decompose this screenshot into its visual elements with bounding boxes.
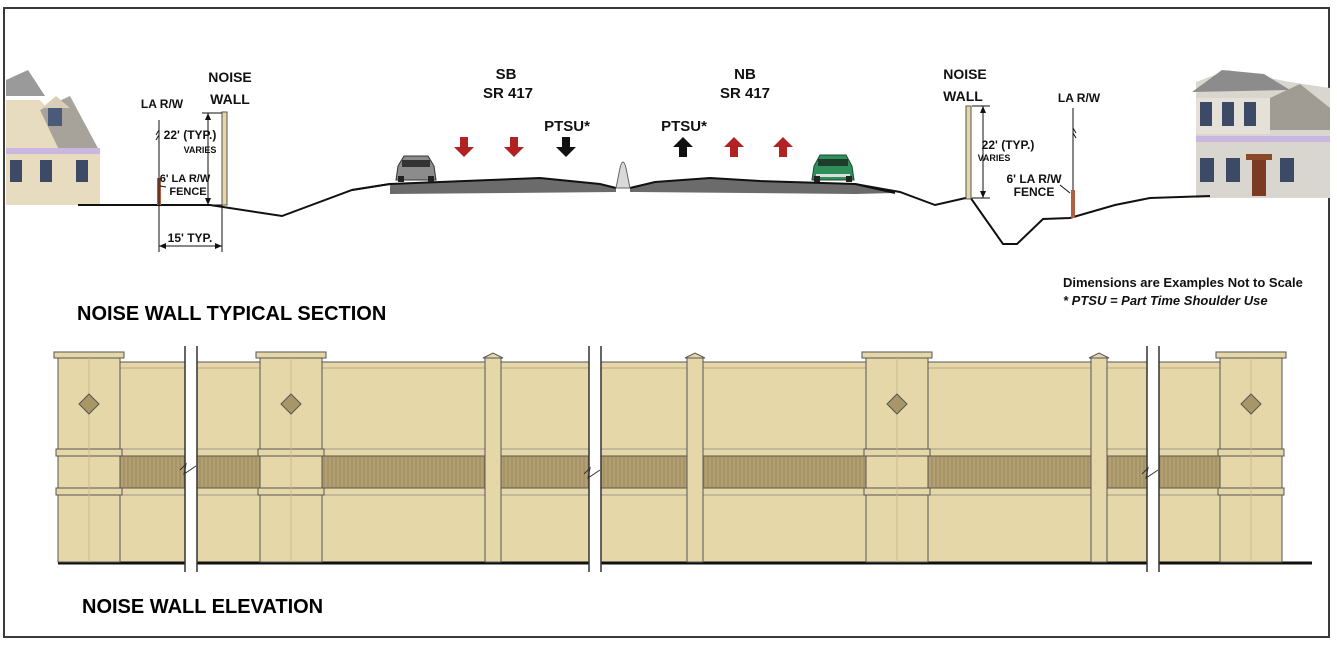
sb-arrows bbox=[454, 137, 576, 157]
nb-dir-label: NB bbox=[734, 66, 756, 83]
right-height-label: 22' (TYP.) bbox=[982, 138, 1035, 152]
left-la-rw-label: LA R/W bbox=[141, 97, 184, 111]
diagram-frame bbox=[3, 7, 1330, 638]
left-fence-label-1: 6' LA R/W bbox=[160, 173, 211, 185]
break-line bbox=[1141, 346, 1160, 572]
elevation-title: NOISE WALL ELEVATION bbox=[82, 596, 323, 618]
left-noise-label: NOISE bbox=[208, 69, 252, 85]
left-width-label: 15' TYP. bbox=[168, 231, 213, 245]
left-noise-wall bbox=[155, 111, 228, 252]
sb-car bbox=[395, 155, 437, 182]
left-house bbox=[6, 70, 100, 205]
right-noise-wall bbox=[965, 105, 1077, 218]
sb-ptsu-label: PTSU* bbox=[544, 118, 590, 135]
break-line bbox=[583, 346, 602, 572]
right-la-rw-label: LA R/W bbox=[1058, 91, 1101, 105]
roadway bbox=[351, 161, 896, 194]
section-title: NOISE WALL TYPICAL SECTION bbox=[77, 303, 386, 325]
left-fence-label-2: FENCE bbox=[169, 186, 206, 198]
pilaster bbox=[53, 351, 125, 563]
right-varies-label: VARIES bbox=[978, 153, 1011, 163]
post bbox=[482, 352, 504, 563]
nb-arrows bbox=[673, 137, 793, 157]
sb-route-label: SR 417 bbox=[483, 85, 533, 102]
nb-car bbox=[811, 154, 855, 182]
note-dimensions: Dimensions are Examples Not to Scale bbox=[1063, 275, 1303, 290]
left-wall-label: WALL bbox=[210, 91, 250, 107]
pilaster bbox=[1215, 351, 1287, 563]
pilaster bbox=[255, 351, 327, 563]
right-fence-label-1: 6' LA R/W bbox=[1006, 172, 1062, 186]
noise-wall-elevation bbox=[53, 346, 1312, 572]
right-fence-label-2: FENCE bbox=[1014, 185, 1055, 199]
left-varies-label: VARIES bbox=[184, 145, 217, 155]
post bbox=[684, 352, 706, 563]
note-ptsu: * PTSU = Part Time Shoulder Use bbox=[1063, 293, 1268, 308]
left-height-label: 22' (TYP.) bbox=[164, 128, 217, 142]
sb-dir-label: SB bbox=[496, 66, 517, 83]
nb-ptsu-label: PTSU* bbox=[661, 118, 707, 135]
pilaster bbox=[861, 351, 933, 563]
break-line bbox=[179, 346, 198, 572]
right-wall-label: WALL bbox=[943, 88, 983, 104]
right-house bbox=[1192, 70, 1330, 198]
nb-route-label: SR 417 bbox=[720, 85, 770, 102]
right-noise-label: NOISE bbox=[943, 66, 987, 82]
post bbox=[1088, 352, 1110, 563]
